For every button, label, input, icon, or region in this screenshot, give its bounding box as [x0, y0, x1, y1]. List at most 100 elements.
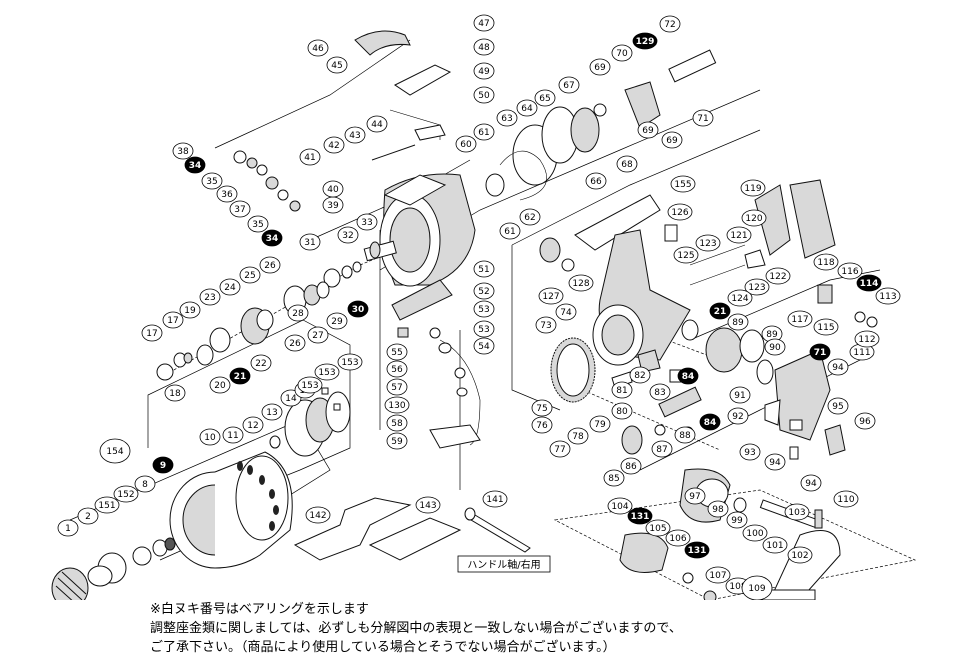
part-callout-number: 53 [478, 305, 489, 315]
part-callout-number: 61 [504, 227, 515, 237]
part-callout-number: 43 [349, 131, 360, 141]
part-callout-number: 125 [677, 251, 694, 261]
part-callout-151: 151 [94, 496, 120, 514]
part-callout-number: 122 [769, 272, 786, 282]
part-callout-124: 124 [727, 289, 753, 307]
part-callout-bubble [323, 136, 345, 154]
part-callout-number: 34 [266, 234, 279, 244]
part-callout-64: 64 [516, 99, 538, 117]
part-callout-number: 153 [301, 381, 318, 391]
drag-washer-parts [269, 387, 351, 457]
part-callout-number: 17 [146, 329, 157, 339]
part-callout-57: 57 [386, 378, 408, 396]
part-callout-bubble [496, 109, 518, 127]
part-callout-bubble [473, 320, 495, 338]
part-callout-bubble [455, 135, 477, 153]
part-callout-bubble [589, 415, 611, 433]
part-callout-122: 122 [765, 267, 791, 285]
part-callout-88: 88 [674, 426, 696, 444]
part-callout-number: 106 [669, 534, 686, 544]
part-callout-87: 87 [651, 440, 673, 458]
part-callout-number: 21 [234, 372, 247, 382]
part-callout-bubble [386, 378, 408, 396]
part-callout-number: 127 [542, 292, 559, 302]
part-callout-bubble [299, 148, 321, 166]
part-callout-bubble [585, 172, 607, 190]
part-callout-9: 9 [152, 456, 174, 474]
part-callout-bubble [307, 326, 329, 344]
part-callout-number: 116 [841, 267, 858, 277]
part-callout-bubble [473, 86, 495, 104]
part-callout-18: 18 [164, 384, 186, 402]
part-callout-number: 115 [817, 323, 834, 333]
part-callout-bubble [326, 56, 348, 74]
part-callout-110: 110 [833, 490, 859, 508]
part-callout-number: 110 [837, 495, 854, 505]
part-callout-number: 23 [204, 293, 215, 303]
part-callout-bubble [727, 407, 749, 425]
part-callout-69: 69 [637, 121, 659, 139]
part-callout-bubble [538, 287, 564, 305]
part-callout-125: 125 [673, 246, 699, 264]
part-callout-number: 154 [106, 447, 123, 457]
part-callout-17: 17 [141, 324, 163, 342]
part-callout-number: 143 [419, 501, 436, 511]
part-callout-bubble [534, 89, 556, 107]
part-callout-bubble [473, 123, 495, 141]
part-callout-bubble [741, 575, 773, 600]
part-callout-65: 65 [534, 89, 556, 107]
part-callout-bubble [627, 507, 653, 525]
part-callout-number: 27 [312, 331, 323, 341]
part-callout-number: 108 [729, 582, 746, 592]
part-callout-number: 54 [478, 342, 490, 352]
part-callout-120: 120 [741, 209, 767, 227]
part-callout-bubble [739, 443, 761, 461]
part-callout-bubble [837, 262, 863, 280]
part-callout-number: 46 [312, 44, 324, 54]
part-callout-bubble [611, 381, 633, 399]
part-callout-bubble [141, 324, 163, 342]
part-callout-bubble [326, 312, 348, 330]
body-part [539, 179, 878, 366]
part-callout-143: 143 [415, 496, 441, 514]
part-callout-bubble [787, 310, 813, 328]
part-callout-bubble [239, 266, 261, 284]
part-callout-100: 100 [742, 524, 768, 542]
part-callout-bubble [651, 440, 673, 458]
part-callout-155: 155 [670, 175, 696, 193]
part-callout-bubble [516, 99, 538, 117]
part-callout-bubble [219, 278, 241, 296]
part-callout-bubble [284, 334, 306, 352]
part-callout-number: 29 [331, 317, 343, 327]
part-callout-number: 72 [664, 20, 675, 30]
part-callout-number: 79 [594, 420, 606, 430]
bearing-note: ※白ヌキ番号はベアリングを示します [150, 602, 369, 617]
part-callout-66: 66 [585, 172, 607, 190]
part-callout-bubble [347, 300, 369, 318]
part-callout-21: 21 [229, 367, 251, 385]
part-callout-107: 107 [705, 566, 731, 584]
part-callout-number: 14 [285, 394, 297, 404]
part-callout-17: 17 [162, 311, 184, 329]
part-callout-141: 141 [482, 490, 508, 508]
part-callout-52: 52 [473, 282, 495, 300]
part-callout-25: 25 [239, 266, 261, 284]
part-callout-number: 102 [791, 551, 808, 561]
part-callout-90: 90 [764, 338, 786, 356]
part-callout-number: 66 [590, 177, 602, 187]
part-callout-61: 61 [473, 123, 495, 141]
part-callout-bubble [827, 397, 849, 415]
part-callout-number: 62 [524, 213, 535, 223]
part-callout-bubble [673, 246, 699, 264]
part-callout-bubble [229, 367, 251, 385]
part-callout-number: 129 [636, 37, 655, 47]
part-callout-number: 121 [730, 231, 747, 241]
part-callout-bubble [172, 142, 194, 160]
part-callout-28: 28 [287, 304, 309, 322]
part-callout-number: 26 [289, 339, 301, 349]
part-callout-bubble [299, 233, 321, 251]
part-callout-123: 123 [695, 234, 721, 252]
part-callout-bubble [764, 338, 786, 356]
part-callout-number: 45 [331, 61, 342, 71]
part-callout-71: 71 [692, 109, 714, 127]
